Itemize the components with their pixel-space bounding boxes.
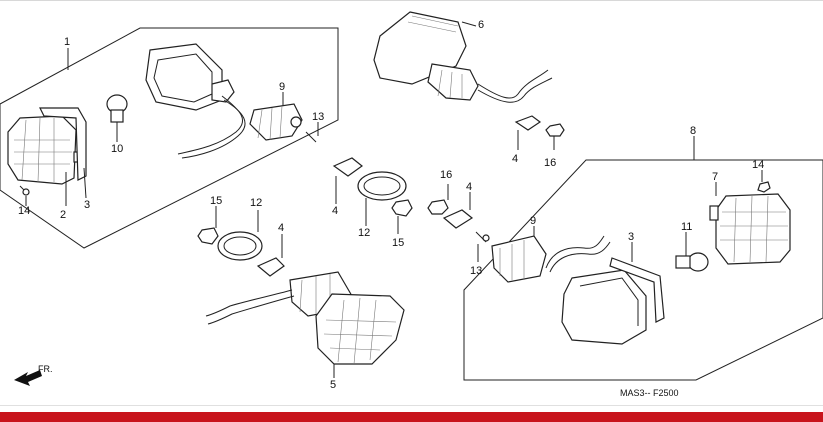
lens-part-7: [709, 193, 791, 265]
footer-bar: [0, 412, 823, 422]
label-12-left: 12: [250, 197, 262, 209]
label-2: 2: [60, 209, 66, 221]
label-5: 5: [330, 379, 336, 391]
exploded-parts-diagram: 1 2 3 14 10 9 13 6 4 16 8 14 7 16 4 4 12…: [0, 11, 823, 398]
label-15-mid: 15: [392, 237, 404, 249]
gasket-part-3: [39, 107, 87, 181]
label-7: 7: [712, 171, 718, 183]
gasket-part-3-rear: [609, 257, 665, 323]
label-4-top: 4: [512, 153, 518, 165]
label-14: 14: [18, 205, 30, 217]
nut-part-15-mid: [391, 199, 413, 217]
screw-part-13: [305, 131, 317, 143]
label-9: 9: [279, 81, 285, 93]
label-14-rear: 14: [752, 159, 764, 171]
spacer-part-4-left: [256, 257, 285, 277]
label-4-right: 4: [466, 181, 472, 193]
housing-rear-right: [545, 235, 647, 345]
lens-part-2: [7, 115, 81, 185]
signal-part-6: [373, 11, 553, 103]
label-6: 6: [478, 19, 484, 31]
signal-part-5: [205, 271, 405, 365]
nut-part-16-top: [545, 123, 565, 137]
label-16-top: 16: [544, 157, 556, 169]
screw-part-14-rear: [757, 181, 771, 193]
bulb-part-11: [675, 252, 709, 272]
label-3: 3: [84, 199, 90, 211]
label-8: 8: [690, 125, 696, 137]
spacer-part-4-top: [514, 115, 542, 131]
label-13: 13: [312, 111, 324, 123]
label-4-left: 4: [278, 222, 284, 234]
label-16-mid: 16: [440, 169, 452, 181]
spacer-part-4-right: [442, 209, 474, 229]
bulb-part-10: [106, 94, 128, 128]
front-label: FR.: [38, 364, 53, 374]
label-15-left: 15: [210, 195, 222, 207]
screw-part-14: [19, 185, 30, 196]
label-4-mid: 4: [332, 205, 338, 217]
rubber-cover-part-9: [249, 103, 303, 141]
nut-part-16-mid: [427, 199, 449, 215]
housing-front-left: [145, 43, 246, 159]
rubber-cover-part-9-rear: [482, 234, 547, 283]
top-divider: [0, 0, 823, 1]
spacer-part-4-mid: [332, 157, 363, 177]
leader-lines: [25, 21, 763, 378]
diagram-code-label: MAS3-- F2500: [620, 388, 679, 398]
seal-part-12-left: [217, 231, 263, 261]
screw-part-13-rear: [475, 231, 487, 243]
bottom-divider: [0, 405, 823, 406]
seal-part-12-mid: [357, 171, 407, 201]
label-11: 11: [681, 221, 692, 233]
nut-part-15-left: [197, 227, 219, 245]
assembly-outline-8: [463, 159, 823, 381]
label-10: 10: [111, 143, 123, 155]
front-direction-arrow-icon: FR.: [14, 364, 53, 386]
label-9-rear: 9: [530, 215, 536, 227]
label-12-mid: 12: [358, 227, 370, 239]
label-3-rear: 3: [628, 231, 634, 243]
assembly-outline-1: [0, 27, 339, 249]
label-1: 1: [64, 36, 70, 48]
label-13-rear: 13: [470, 265, 482, 277]
